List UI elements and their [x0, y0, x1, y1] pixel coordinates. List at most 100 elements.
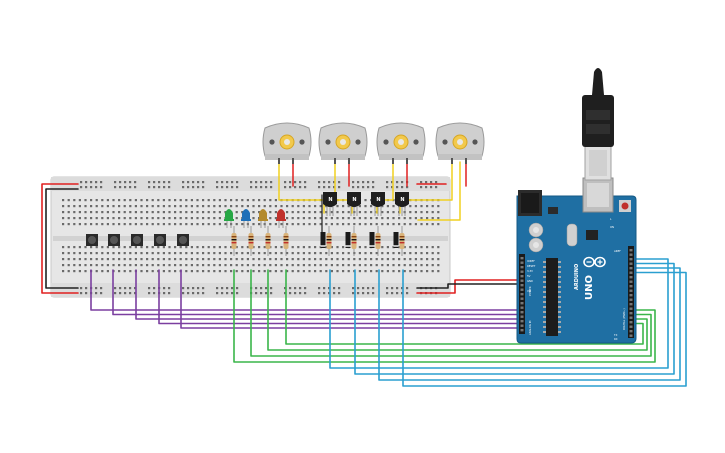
- hole: [381, 217, 384, 220]
- hole: [213, 258, 216, 261]
- hole: [84, 217, 87, 220]
- hole: [112, 246, 115, 249]
- hole: [235, 217, 238, 220]
- hole: [291, 217, 294, 220]
- chip-pin: [558, 326, 561, 328]
- hole: [213, 246, 216, 249]
- hole: [78, 264, 81, 267]
- hole: [274, 199, 277, 202]
- hole: [197, 292, 200, 295]
- hole: [431, 246, 434, 249]
- hole: [197, 181, 200, 184]
- hole: [246, 252, 249, 255]
- motor-shaft-center: [457, 139, 463, 145]
- hole: [174, 217, 177, 220]
- motor-shaft-center: [284, 139, 290, 145]
- header-pin: [520, 306, 524, 309]
- hole: [151, 258, 154, 261]
- push-button-1: [86, 234, 98, 246]
- header-pin: [520, 275, 524, 278]
- button-cap: [133, 236, 141, 244]
- hole: [202, 292, 205, 295]
- hole: [420, 217, 423, 220]
- hole: [241, 199, 244, 202]
- hole: [364, 211, 367, 214]
- hole: [221, 292, 224, 295]
- hole: [396, 292, 399, 295]
- hole: [336, 217, 339, 220]
- dc-motor-4: [435, 122, 485, 164]
- hole: [381, 223, 384, 226]
- hole: [162, 217, 165, 220]
- hole: [118, 258, 121, 261]
- hole: [157, 252, 160, 255]
- hole: [333, 186, 336, 189]
- hole: [347, 223, 350, 226]
- hole: [336, 264, 339, 267]
- hole: [202, 246, 205, 249]
- hole: [435, 186, 438, 189]
- hole: [302, 211, 305, 214]
- hole: [202, 199, 205, 202]
- push-button-2: [108, 234, 120, 246]
- hole: [123, 246, 126, 249]
- diode-band: [393, 245, 399, 247]
- hole: [420, 223, 423, 226]
- hole: [230, 258, 233, 261]
- hole: [406, 287, 409, 290]
- hole: [426, 252, 429, 255]
- hole: [336, 270, 339, 273]
- hole: [270, 292, 273, 295]
- hole: [78, 246, 81, 249]
- hole: [263, 205, 266, 208]
- hole: [437, 270, 440, 273]
- hole: [67, 205, 70, 208]
- hole: [396, 186, 399, 189]
- hole: [269, 270, 272, 273]
- motor-base: [379, 154, 423, 160]
- hole: [286, 264, 289, 267]
- chip-pin: [558, 311, 561, 313]
- hole: [118, 211, 121, 214]
- hole: [274, 205, 277, 208]
- hole: [62, 246, 65, 249]
- hole: [151, 211, 154, 214]
- hole: [78, 258, 81, 261]
- hole: [319, 258, 322, 261]
- hole: [252, 270, 255, 273]
- hole: [174, 199, 177, 202]
- hole: [338, 287, 341, 290]
- motor-terminal: [392, 158, 394, 164]
- hole: [78, 199, 81, 202]
- motor-base: [321, 154, 365, 160]
- hole: [370, 211, 373, 214]
- hole: [187, 181, 190, 184]
- hole: [196, 270, 199, 273]
- hole: [294, 287, 297, 290]
- hole: [151, 205, 154, 208]
- hole: [409, 211, 412, 214]
- hole: [299, 186, 302, 189]
- transistor-label: N: [400, 197, 404, 203]
- header-pin: [520, 329, 524, 332]
- hole: [274, 264, 277, 267]
- transistor-label: N: [328, 197, 332, 203]
- hole: [375, 264, 378, 267]
- motor-screw: [355, 139, 361, 145]
- hole: [174, 264, 177, 267]
- hole: [146, 252, 149, 255]
- arduino-model-text: UNO: [584, 275, 595, 300]
- hole: [95, 292, 98, 295]
- hole: [358, 264, 361, 267]
- chip-pin: [558, 281, 561, 283]
- hole: [101, 246, 104, 249]
- hole: [325, 264, 328, 267]
- hole: [153, 287, 156, 290]
- hole: [392, 264, 395, 267]
- label-5v: 5V: [527, 274, 531, 278]
- motor-terminal: [278, 158, 280, 164]
- hole: [148, 181, 151, 184]
- hole: [336, 258, 339, 261]
- hole: [347, 270, 350, 273]
